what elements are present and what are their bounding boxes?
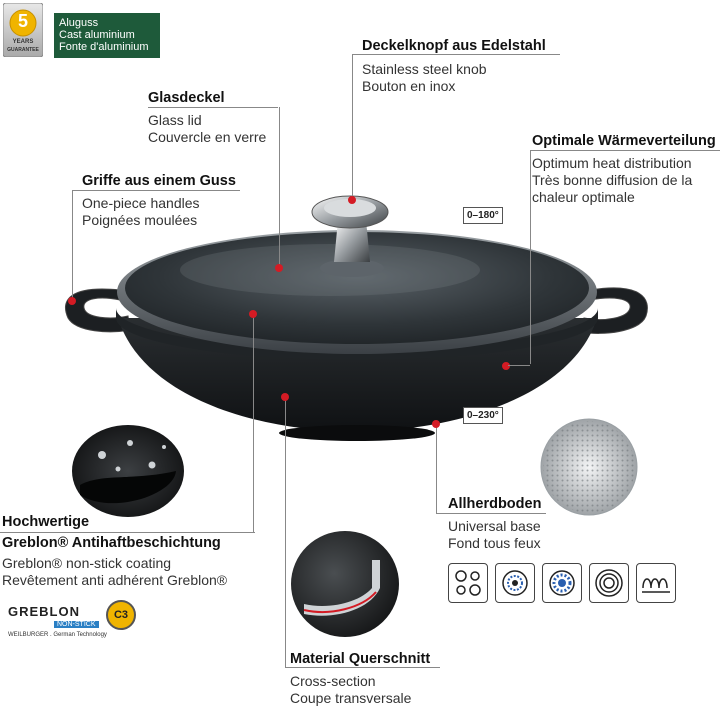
heat-rule (530, 150, 720, 151)
lid-title: Glasdeckel (148, 90, 225, 106)
greblon-grade: C3 (113, 609, 129, 621)
coating-rule (0, 532, 255, 533)
material-line3: Fonte d'aluminium (59, 41, 149, 53)
electric-hob-icon (542, 563, 582, 603)
greblon-maker: WEILBURGER . German Technology (8, 632, 107, 638)
heat-fr2: chaleur optimale (532, 189, 635, 205)
nonstick-droplets-image (72, 425, 184, 517)
body-leader (253, 314, 254, 494)
guarantee-badge: 5 YEARS GUARANTEE (2, 2, 44, 58)
body-dot (249, 310, 257, 318)
cross-dot (281, 393, 289, 401)
knob-fr: Bouton en inox (362, 78, 456, 94)
badge-line2: GUARANTEE (7, 47, 39, 53)
handles-leader (72, 190, 73, 300)
greblon-grade-badge: C3 (106, 600, 136, 630)
handles-dot (68, 297, 76, 305)
ceramic-hob-icon (448, 563, 488, 603)
knob-title: Deckelknopf aus Edelstahl (362, 38, 546, 54)
cross-leader (285, 397, 286, 667)
material-box: Aluguss Cast aluminium Fonte d'aluminium (54, 13, 160, 58)
cross-rule (285, 667, 440, 668)
cross-fr: Coupe transversale (290, 690, 412, 706)
lid-en: Glass lid (148, 112, 202, 128)
greblon-brand: GREBLON (8, 604, 80, 619)
base-dot (432, 420, 440, 428)
coating-fr: Revêtement anti adhérent Greblon® (2, 572, 228, 588)
temp-pan-badge: 0–230° (463, 407, 503, 424)
temp-lid-badge: 0–180° (463, 207, 503, 224)
coating-title2: Greblon® Antihaftbeschichtung (2, 535, 221, 551)
base-en: Universal base (448, 518, 541, 534)
handles-title: Griffe aus einem Guss (82, 173, 236, 189)
coating-en: Greblon® non-stick coating (2, 555, 172, 571)
greblon-logo: GREBLON NON-STICK C3 WEILBURGER . German… (4, 598, 144, 640)
base-rule (436, 513, 546, 514)
base-title: Allherdboden (448, 496, 542, 512)
greblon-sub: NON-STICK (54, 621, 99, 628)
cross-en: Cross-section (290, 673, 376, 689)
cross-title: Material Querschnitt (290, 651, 431, 667)
handles-fr: Poignées moulées (82, 212, 198, 228)
lid-rule (148, 107, 278, 108)
gas-icon (495, 563, 535, 603)
knob-leader (352, 54, 353, 200)
knob-dot (348, 196, 356, 204)
base-leader (436, 425, 437, 513)
heat-connector (508, 365, 530, 366)
material-line1: Aluguss (59, 17, 99, 29)
heat-en: Optimum heat distribution (532, 155, 692, 171)
badge-line1: YEARS (12, 39, 34, 45)
cross-section-image (291, 531, 399, 637)
material-line2: Cast aluminium (59, 29, 135, 41)
coating-leader (253, 494, 254, 532)
guarantee-badge-icon (2, 2, 44, 58)
lid-dot (275, 264, 283, 272)
heat-dot (502, 362, 510, 370)
lid-leader (279, 107, 280, 267)
induction-spiral-icon (589, 563, 629, 603)
heat-leader (530, 150, 531, 364)
base-fr: Fond tous feux (448, 535, 541, 551)
coating-title1: Hochwertige (2, 514, 90, 530)
knob-rule (352, 54, 560, 55)
handles-rule (72, 190, 240, 191)
badge-number: 5 (17, 11, 28, 31)
lid-fr: Couvercle en verre (148, 129, 267, 145)
heat-title: Optimale Wärmeverteilung (532, 133, 716, 149)
base-image (540, 418, 638, 516)
induction-coil-icon (636, 563, 676, 603)
handles-en: One-piece handles (82, 195, 200, 211)
knob-en: Stainless steel knob (362, 61, 487, 77)
heat-fr1: Très bonne diffusion de la (532, 172, 693, 188)
